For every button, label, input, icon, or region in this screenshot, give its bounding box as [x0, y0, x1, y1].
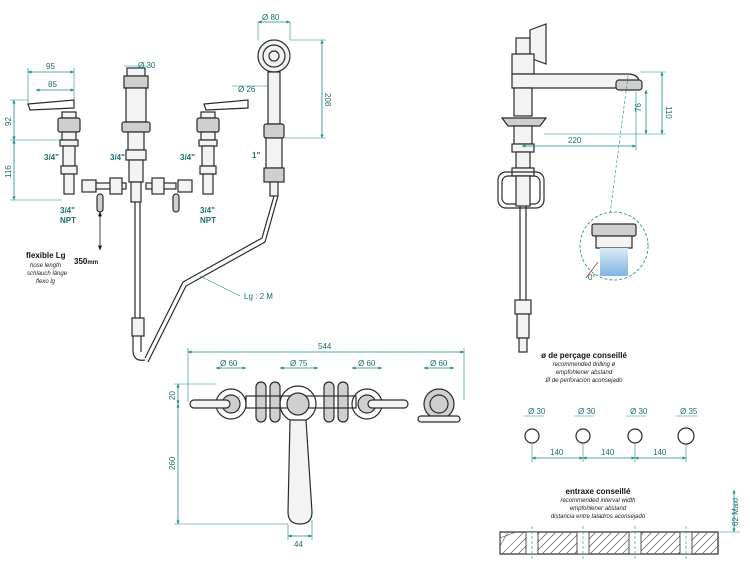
- dim-95: 95: [46, 62, 55, 71]
- interval-line-2: empfohlener abstand: [570, 506, 627, 512]
- dim-d60b: Ø 60: [358, 359, 376, 368]
- dim-d60a: Ø 60: [220, 359, 238, 368]
- hole-4-dia: Ø 35: [680, 407, 698, 416]
- dim-d30-top: Ø 30: [138, 61, 156, 70]
- dim-92: 92: [4, 117, 13, 126]
- interval-title: entraxe conseillé: [566, 487, 631, 496]
- drilling-title: ø de perçage conseillé: [541, 351, 627, 360]
- hatch-line: [499, 531, 517, 539]
- dim-20: 20: [168, 391, 177, 400]
- connection-pipes: [81, 177, 193, 213]
- center-spout: [121, 67, 151, 203]
- dim-85: 85: [48, 80, 57, 89]
- dim-260: 260: [168, 456, 177, 470]
- thread-shower: 1": [252, 151, 260, 160]
- hatch-line: [637, 531, 661, 555]
- right-valve: [196, 99, 249, 195]
- dim-116: 116: [4, 165, 13, 178]
- hatch-line: [541, 531, 565, 555]
- dim-d60c: Ø 60: [430, 359, 448, 368]
- dim-76: 76: [634, 103, 643, 112]
- flexible-line-2: schlauch länge: [27, 271, 68, 277]
- drilling-line-3: Ø de perforación aconsejado: [544, 378, 623, 384]
- thread-right: 3/4": [180, 153, 195, 162]
- angle-label: 0°: [588, 273, 596, 282]
- npt-left-size: 3/4": [60, 206, 75, 215]
- spacing-1: 140: [550, 448, 564, 457]
- drilling-line-2: empfohlener abstand: [556, 370, 613, 376]
- flexible-note: flexible Lg hose length schlauch länge f…: [26, 211, 102, 285]
- thread-left: 3/4": [44, 153, 59, 162]
- hatch-line: [549, 531, 573, 555]
- plan-view: 544 Ø 60 Ø 75 Ø 60 Ø 60 20: [168, 342, 465, 549]
- interval-line-3: distancia entre taladros aconsejado: [551, 514, 646, 520]
- flexible-line-3: flexo lg: [36, 279, 56, 285]
- hole-1-dia: Ø 30: [528, 407, 546, 416]
- interval-line-1: recommended interval width: [560, 498, 636, 504]
- dim-110: 110: [664, 106, 673, 119]
- hatch-line: [645, 531, 669, 555]
- hatch-line: [653, 531, 677, 555]
- left-valve: [27, 99, 81, 195]
- spacing-2: 140: [601, 448, 615, 457]
- hole-2-dia: Ø 30: [578, 407, 596, 416]
- thread-center: 3/4": [110, 153, 125, 162]
- hatch-line: [605, 531, 629, 555]
- hatch-line: [589, 531, 613, 555]
- interval-recommendation: entraxe conseillé recommended interval w…: [499, 487, 740, 560]
- front-dimensions: 95 85 Ø 30 Ø 80 Ø 26 208 92 116 3/4" 3/4…: [4, 13, 332, 301]
- flexible-line-1: hose length: [30, 263, 62, 269]
- interval-max: 62 Maxi: [731, 498, 740, 526]
- npt-right-size: 3/4": [200, 206, 215, 215]
- hatch-line: [693, 531, 717, 555]
- hose-length: Lg : 2 M: [244, 292, 273, 301]
- drilling-line-1: recommended drilling ø: [553, 362, 616, 368]
- spacing-3: 140: [653, 448, 667, 457]
- hatch-line: [557, 531, 581, 555]
- hatch-line: [709, 545, 719, 555]
- dim-d80: Ø 80: [262, 13, 280, 22]
- dim-220: 220: [568, 136, 582, 145]
- dim-44: 44: [294, 540, 303, 549]
- hatch-line: [597, 531, 621, 555]
- hole-3-dia: Ø 30: [630, 407, 648, 416]
- hatch-line: [501, 531, 525, 555]
- flexible-title: flexible Lg: [26, 251, 66, 260]
- dim-d26: Ø 26: [238, 85, 256, 94]
- hand-shower: [257, 39, 291, 197]
- dim-d75: Ø 75: [290, 359, 308, 368]
- flexible-length: 350mm: [74, 257, 98, 266]
- npt-left-label: NPT: [60, 216, 76, 225]
- dim-208: 208: [323, 93, 332, 107]
- hatch-line: [701, 537, 719, 555]
- side-view: 110 76 220 0°: [497, 23, 673, 353]
- npt-right-label: NPT: [200, 216, 216, 225]
- front-elevation: 95 85 Ø 30 Ø 80 Ø 26 208 92 116 3/4" 3/4…: [4, 13, 332, 363]
- dim-544: 544: [318, 342, 332, 351]
- drilling-recommendation: ø de perçage conseillé recommended drill…: [524, 351, 698, 462]
- hatch-line: [499, 531, 509, 547]
